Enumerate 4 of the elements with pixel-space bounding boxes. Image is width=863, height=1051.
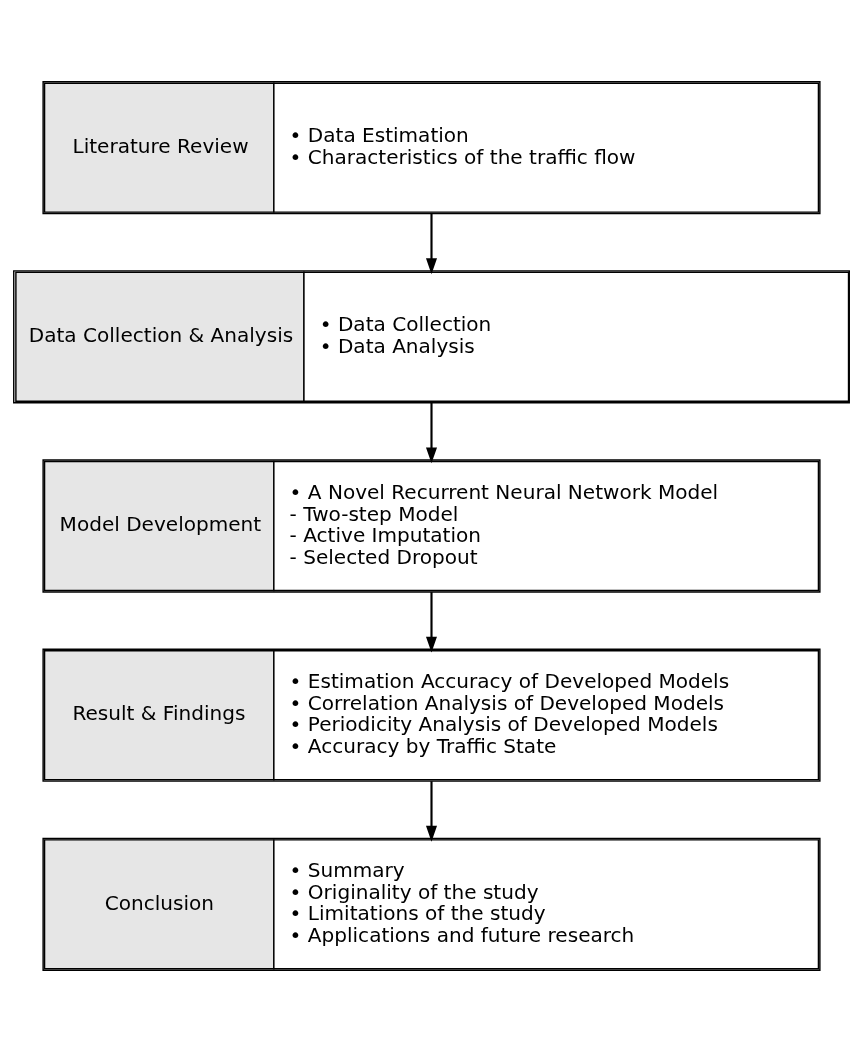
arrow [425, 780, 438, 842]
arrow [425, 213, 438, 274]
arrow [425, 402, 438, 463]
arrow [425, 591, 438, 652]
